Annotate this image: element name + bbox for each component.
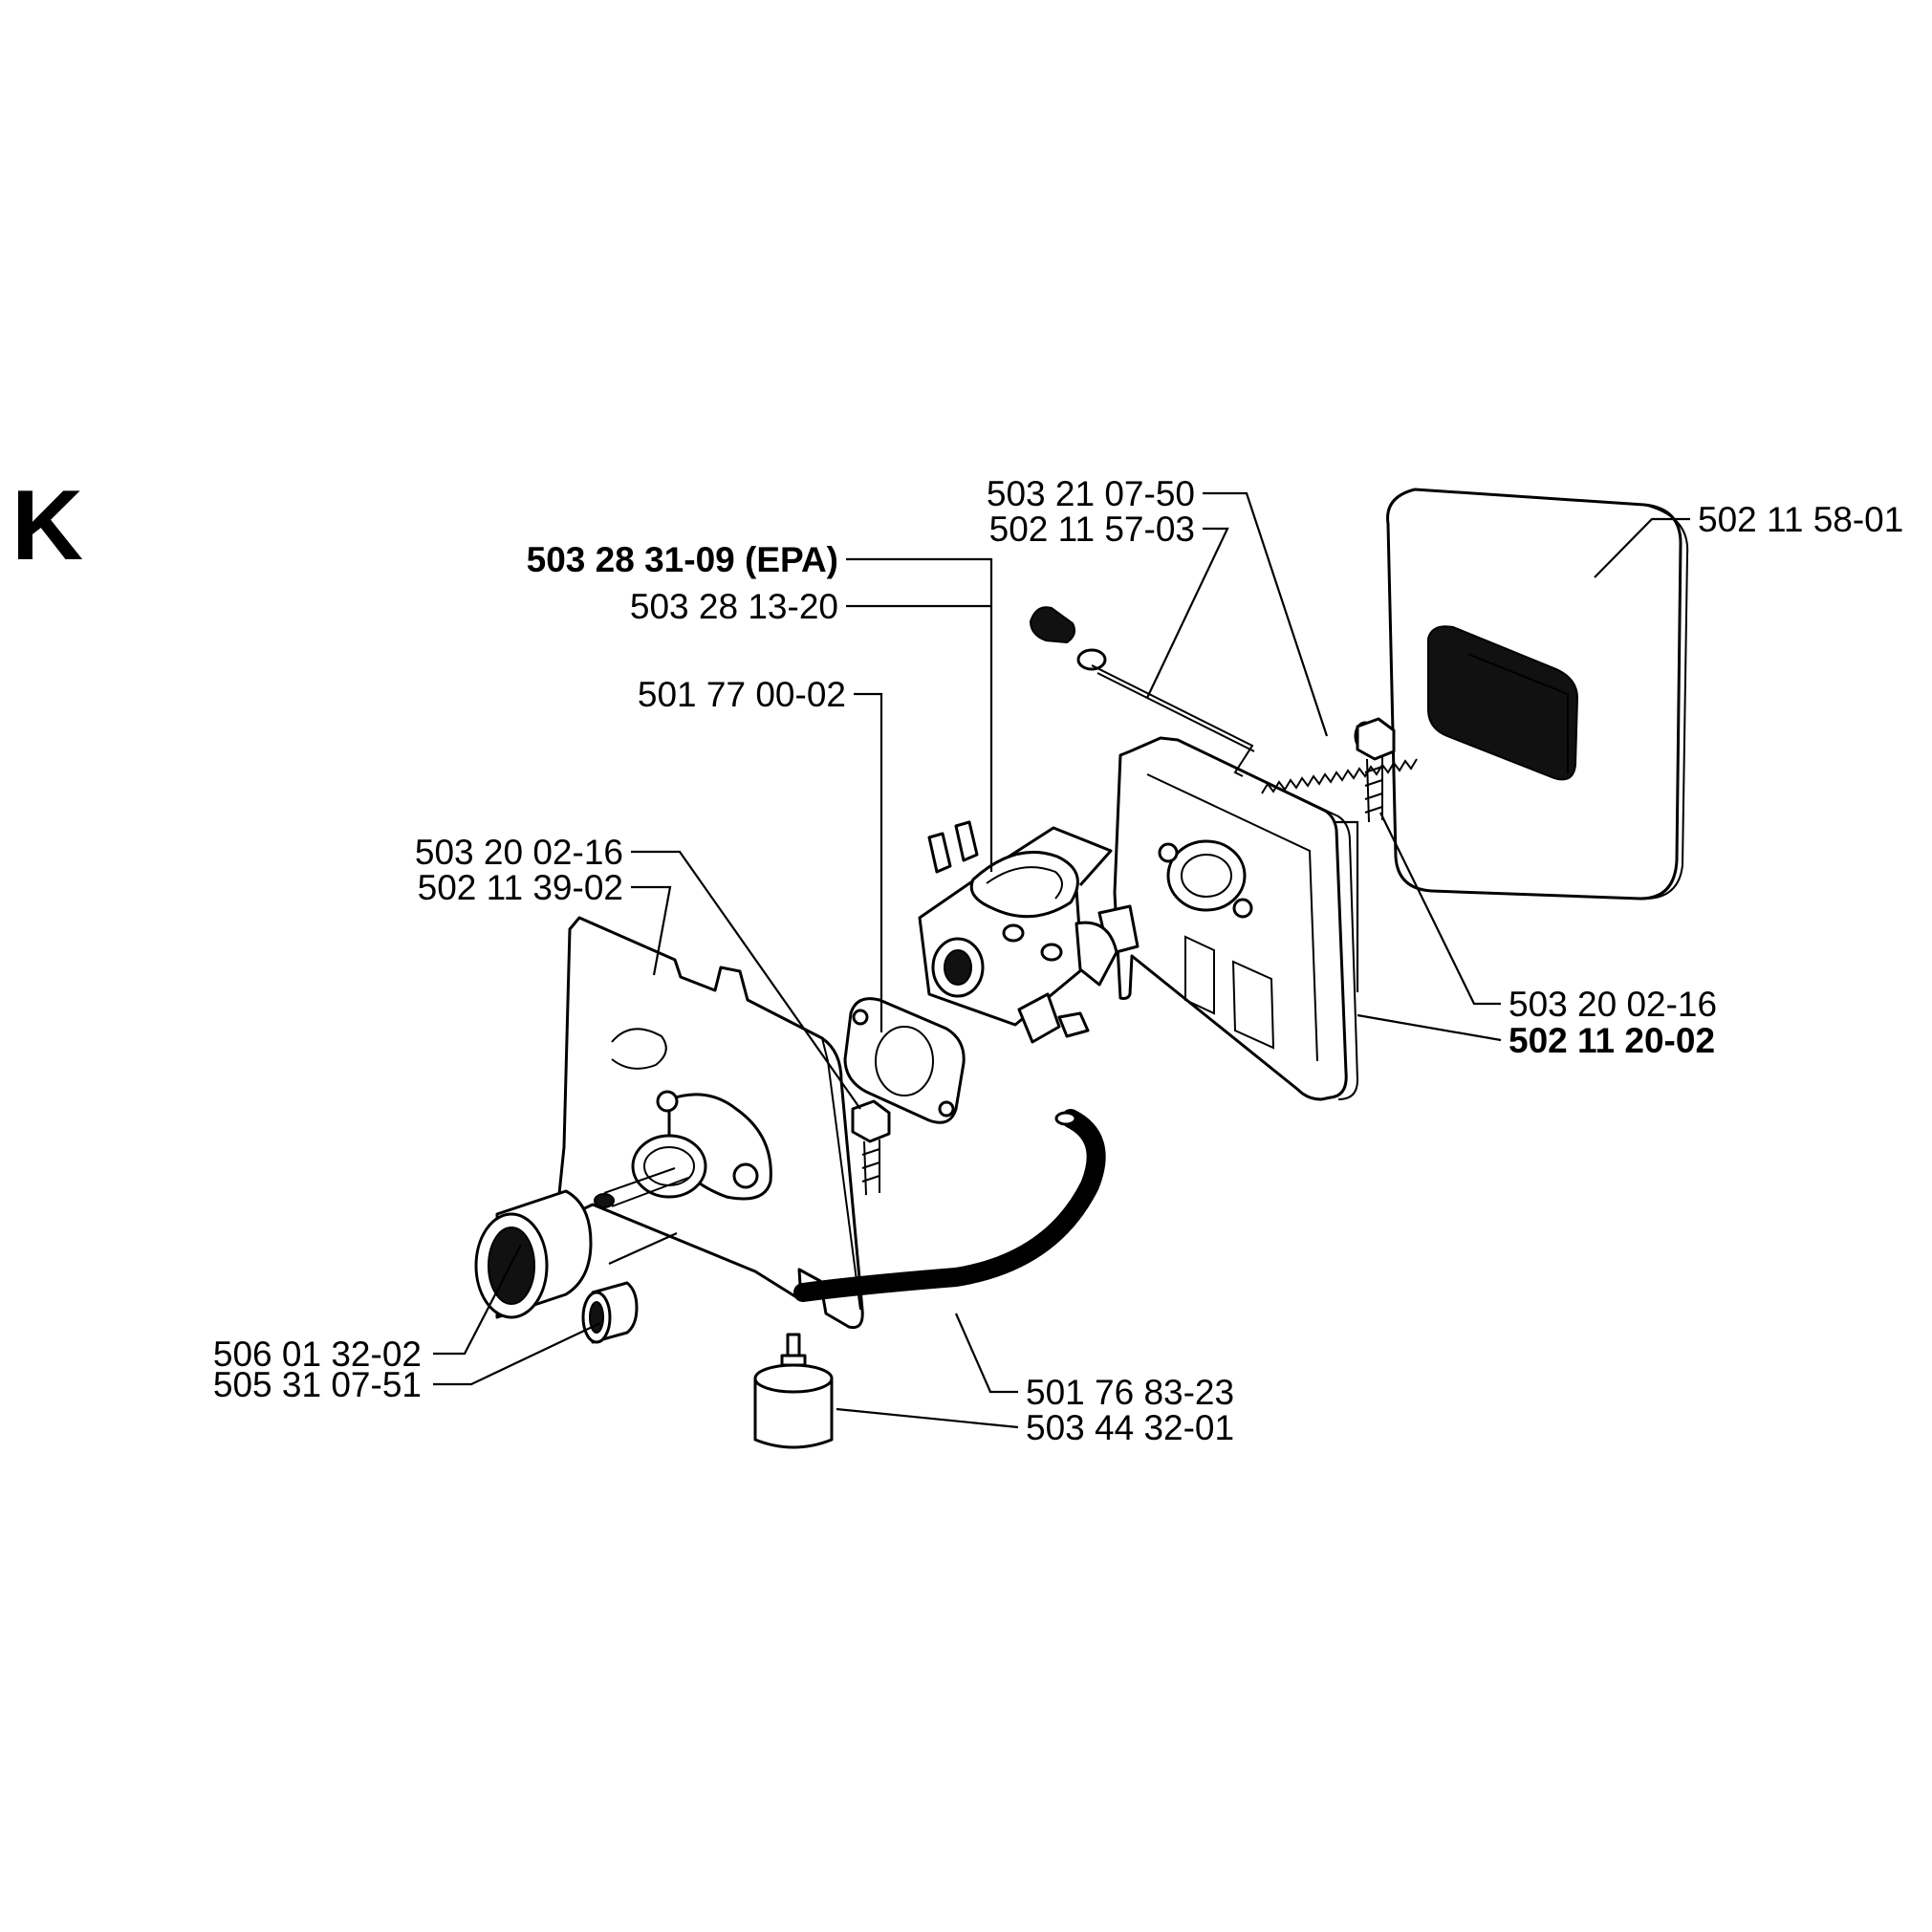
fuel-filter-part <box>753 1333 834 1449</box>
leader-carburetor-epa <box>846 557 993 872</box>
intake-manifold-part <box>554 916 864 1330</box>
leader-rubber-sleeve <box>433 1244 522 1356</box>
leader-spring <box>1203 491 1329 737</box>
label-small-bushing: 505 31 07-51 <box>213 1365 422 1404</box>
label-filter-holder: 502 11 20-02 <box>1509 1021 1715 1060</box>
label-fuel-filter: 503 44 32-01 <box>1026 1408 1234 1447</box>
leader-screw-right-vertical <box>1335 820 1359 992</box>
leader-gasket <box>854 692 883 1032</box>
label-carburetor: 503 28 13-20 <box>630 587 838 626</box>
leader-fuel-hose <box>954 1313 1018 1394</box>
label-carburetor-epa: 503 28 31-09 (EPA) <box>527 540 838 579</box>
screw-left-part <box>851 1099 891 1196</box>
leader-filter-holder <box>1357 1013 1502 1042</box>
label-gasket: 501 77 00-02 <box>638 675 846 714</box>
leader-screw-right <box>1379 812 1501 1006</box>
label-screw-right: 503 20 02-16 <box>1509 985 1717 1024</box>
label-air-filter: 502 11 58-01 <box>1698 500 1903 539</box>
small-bushing-part <box>581 1281 639 1344</box>
air-filter-part <box>1386 488 1689 901</box>
label-screw-left: 503 20 02-16 <box>415 833 623 872</box>
section-letter: K <box>11 470 83 581</box>
leader-small-bushing <box>433 1322 601 1386</box>
leader-screw-left <box>631 850 861 1110</box>
fuel-hose-part <box>793 1109 1106 1302</box>
carburetor-part <box>918 820 1118 1044</box>
screw-right-part <box>1356 717 1396 823</box>
rubber-sleeve-part <box>474 1189 593 1319</box>
leader-sleeve-bushing-bracket <box>608 1231 678 1266</box>
label-spring: 503 21 07-50 <box>987 474 1195 513</box>
leader-air-filter <box>1594 517 1690 578</box>
leader-fuel-filter <box>836 1407 1019 1429</box>
label-intake-manifold: 502 11 39-02 <box>418 868 623 907</box>
leader-intake-manifold <box>631 885 672 976</box>
leader-choke-rod <box>1146 527 1229 699</box>
choke-rod-part <box>1029 606 1255 777</box>
filter-holder-part <box>1097 736 1359 1101</box>
gasket-part <box>843 997 966 1124</box>
label-rubber-sleeve: 506 01 32-02 <box>213 1335 422 1374</box>
label-choke-rod: 502 11 57-03 <box>989 510 1195 549</box>
label-fuel-hose: 501 76 83-23 <box>1026 1373 1234 1412</box>
